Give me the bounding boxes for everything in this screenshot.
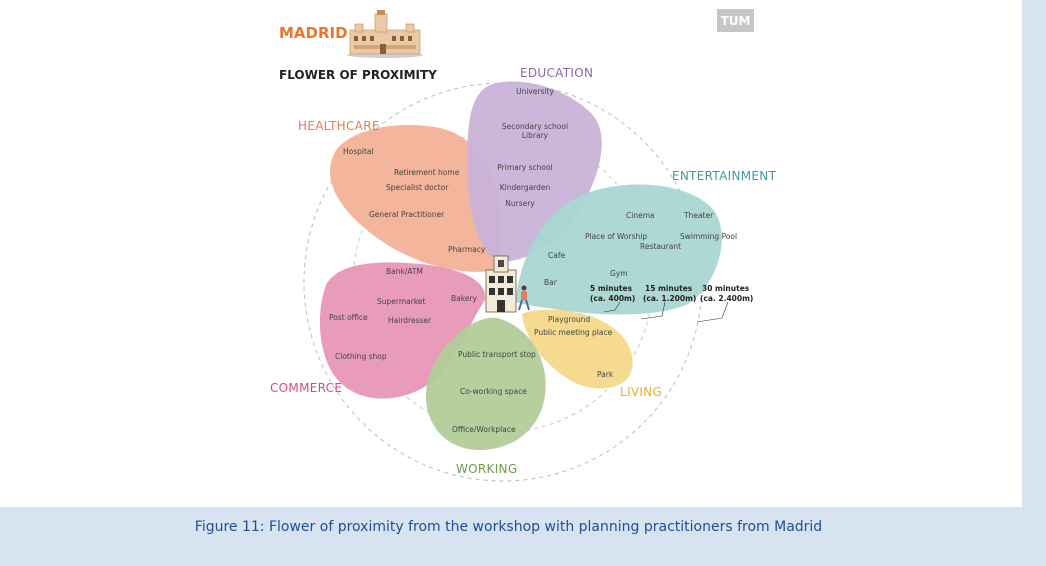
label-living: LIVING <box>620 385 662 399</box>
item-cinema: Cinema <box>626 211 655 220</box>
diagram-subtitle: FLOWER OF PROXIMITY <box>279 68 437 82</box>
label-education: EDUCATION <box>520 66 593 80</box>
town-house-icon <box>485 255 517 313</box>
label-entertainment: ENTERTAINMENT <box>672 169 777 183</box>
item-retirement-home: Retirement home <box>394 168 460 177</box>
item-library: Library <box>522 131 549 140</box>
item-swimming-pool: Swimming Pool <box>680 232 737 241</box>
ring-label-5-distance: (ca. 400m) <box>590 294 635 303</box>
item-post-office: Post office <box>329 313 368 322</box>
item-office-workplace: Office/Workplace <box>452 425 516 434</box>
svg-text:TUM: TUM <box>721 14 751 28</box>
ring-label-15-time: 15 minutes <box>645 284 693 293</box>
item-nursery: Nursery <box>505 199 535 208</box>
item-hospital: Hospital <box>343 147 374 156</box>
label-commerce: COMMERCE <box>270 381 342 395</box>
item-gym: Gym <box>610 269 628 278</box>
figure-caption: Figure 11: Flower of proximity from the … <box>194 519 823 535</box>
item-playground: Playground <box>548 315 590 324</box>
item-secondary-school: Secondary school <box>502 122 568 131</box>
city-title: MADRID <box>279 24 348 42</box>
label-healthcare: HEALTHCARE <box>298 119 380 133</box>
cibeles-palace-icon <box>347 10 423 58</box>
item-place-of-worship: Place of Worship <box>585 232 647 241</box>
petal-entertainment <box>515 184 722 315</box>
ring-label-15-distance: (ca. 1.200m) <box>643 294 696 303</box>
item-bar: Bar <box>544 278 558 287</box>
item-university: University <box>516 87 554 96</box>
item-co-working-space: Co-working space <box>460 387 527 396</box>
label-working: WORKING <box>456 462 517 476</box>
item-primary-school: Primary school <box>497 163 552 172</box>
leader-15-minutes <box>640 301 666 320</box>
item-bank-atm: Bank/ATM <box>386 267 423 276</box>
item-public-meeting-place: Public meeting place <box>534 328 613 337</box>
leader-30-minutes <box>696 301 729 323</box>
item-public-transport-stop: Public transport stop <box>458 350 536 359</box>
item-hairdresser: Hairdresser <box>388 316 432 325</box>
walking-person-icon <box>518 285 530 311</box>
item-clothing-shop: Clothing shop <box>335 352 387 361</box>
flower-of-proximity-diagram: MADRID FLOWER OF PROXIMITY TUM EDUCATION… <box>270 9 777 482</box>
item-cafe: Cafe <box>548 251 565 260</box>
item-theater: Theater <box>683 211 714 220</box>
item-specialist-doctor: Specialist doctor <box>386 183 449 192</box>
item-park: Park <box>597 370 614 379</box>
figure-panel: MADRID FLOWER OF PROXIMITY TUM EDUCATION… <box>0 0 1022 507</box>
leader-5-minutes <box>603 301 621 313</box>
tum-logo: TUM <box>717 9 754 32</box>
petal-living <box>522 309 633 389</box>
item-general-practitioner: General Practitioner <box>369 210 445 219</box>
item-pharmacy: Pharmacy <box>448 245 486 254</box>
item-kindergarden: Kindergarden <box>500 183 551 192</box>
item-supermarket: Supermarket <box>377 297 426 306</box>
item-restaurant: Restaurant <box>640 242 681 251</box>
petal-healthcare <box>330 125 502 272</box>
petal-working <box>425 317 546 450</box>
item-bakery: Bakery <box>451 294 478 303</box>
ring-label-5-time: 5 minutes <box>590 284 633 293</box>
ring-label-30-distance: (ca. 2.400m) <box>700 294 753 303</box>
ring-label-30-time: 30 minutes <box>702 284 750 293</box>
